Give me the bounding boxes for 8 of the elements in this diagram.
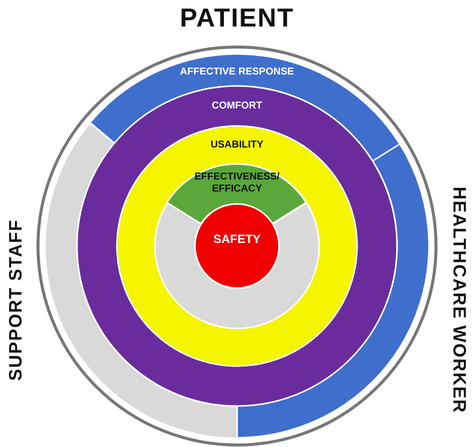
ring-label: USABILITY xyxy=(210,139,264,151)
group-label: SUPPORT STAFF xyxy=(6,219,26,381)
ring-label: EFFECTIVENESS/ EFFICACY xyxy=(193,172,280,194)
ring-label: AFFECTIVE RESPONSE xyxy=(179,66,295,78)
group-label: HEALTHCARE WORKER xyxy=(448,186,470,414)
group-label: PATIENT xyxy=(180,2,294,34)
ring-label: SAFETY xyxy=(212,233,262,247)
ring-label: COMFORT xyxy=(210,100,264,112)
